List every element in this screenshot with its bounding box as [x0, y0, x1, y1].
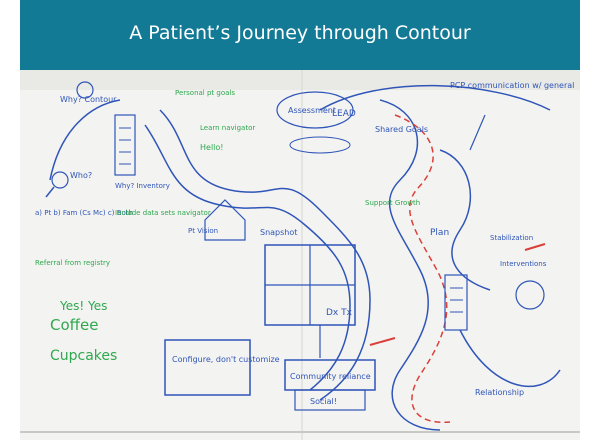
label-plan: Plan: [430, 228, 449, 238]
label-who: Who?: [70, 171, 92, 180]
label-interventions: Interventions: [500, 260, 547, 268]
label-lead: LEAD: [332, 109, 356, 119]
label-dx-tx: Dx Tx: [326, 308, 353, 318]
label-hello: Hello!: [200, 143, 223, 152]
label-why-inventory: Why? Inventory: [115, 182, 170, 190]
label-assessment: Assessment: [288, 106, 336, 115]
label-coffee: Coffee: [50, 316, 98, 334]
label-cupcakes: Cupcakes: [50, 348, 117, 364]
label-community: Community reliance: [290, 372, 371, 381]
label-social: Social!: [310, 397, 337, 406]
label-why-contour: Why? Contour: [60, 95, 117, 104]
label-pt-vision: Pt Vision: [188, 227, 218, 235]
label-shared-goals: Shared Goals: [375, 125, 428, 134]
label-pt-list: a) Pt b) Fam (Cs Mc) c) Both: [35, 209, 133, 217]
label-relationship: Relationship: [475, 388, 524, 397]
label-stabilization: Stabilization: [490, 234, 533, 242]
label-configure: Configure, don't customize: [172, 355, 280, 364]
label-snapshot: Snapshot: [260, 228, 297, 237]
whiteboard-photo: Why? Contour Who? Why? Inventory a) Pt b…: [20, 70, 580, 440]
whiteboard-sketch: Why? Contour Who? Why? Inventory a) Pt b…: [20, 70, 580, 440]
label-patient-goals: Personal pt goals: [175, 89, 235, 97]
label-referral: Referral from registry: [35, 259, 110, 267]
label-support-growth: Support Growth: [365, 199, 420, 207]
label-pcp: PCP communication w/ general: [450, 81, 574, 90]
label-learn: Learn navigator: [200, 124, 255, 132]
title-banner: A Patient’s Journey through Contour: [20, 0, 580, 70]
slide-title: A Patient’s Journey through Contour: [129, 22, 471, 44]
label-yes-yes: Yes! Yes: [59, 299, 107, 313]
label-include: Include data sets navigator: [115, 209, 211, 217]
